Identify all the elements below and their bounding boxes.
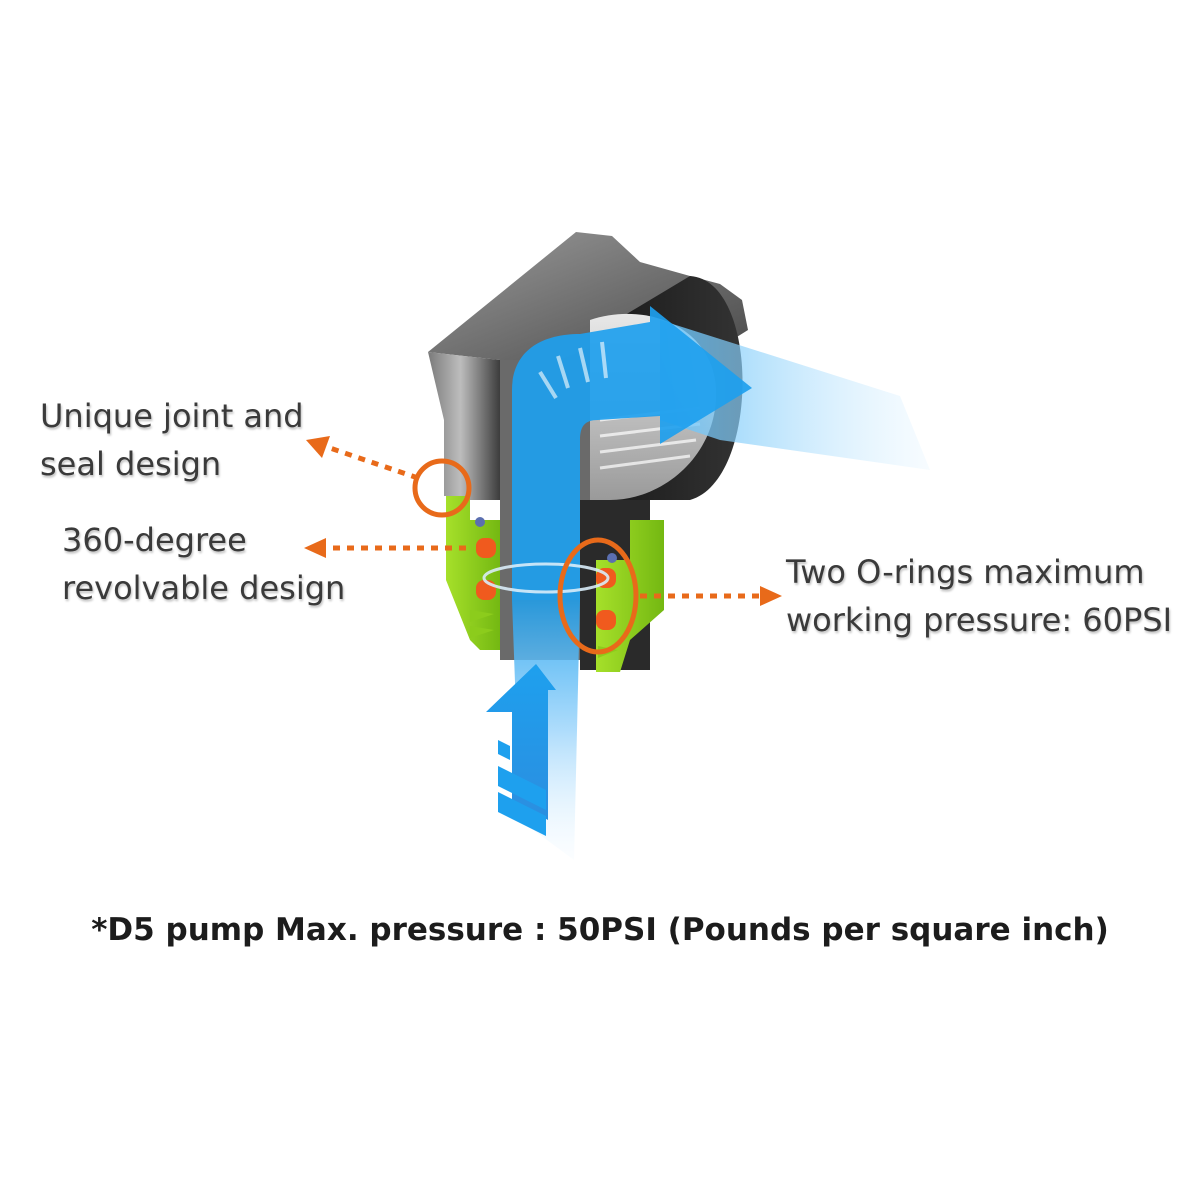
- rotation-band: [482, 562, 610, 594]
- callout-revolvable: 360-degree revolvable design: [62, 516, 345, 612]
- callout-revolvable-line2: revolvable design: [62, 569, 346, 607]
- flow-arrow-internal: [512, 306, 752, 600]
- callout-unique-joint: Unique joint and seal design: [40, 392, 304, 488]
- callout-o-rings-line2: working pressure: 60PSI: [786, 601, 1173, 639]
- o-ring-right-lower: [596, 610, 616, 630]
- seal-sleeve: [446, 496, 664, 672]
- arrow-joint-head: [306, 436, 330, 458]
- callout-revolvable-line1: 360-degree: [62, 521, 247, 559]
- ball-right: [607, 553, 617, 563]
- inflow-arrow-icon: [486, 664, 556, 836]
- callout-circle-orings: [557, 537, 639, 655]
- arrow-orings-head: [760, 586, 782, 606]
- arrow-revolve-head: [304, 538, 326, 558]
- callout-o-rings-line1: Two O-rings maximum: [786, 553, 1145, 591]
- callout-arrows: [323, 443, 762, 599]
- callout-o-rings: Two O-rings maximum working pressure: 60…: [786, 548, 1172, 644]
- callout-circle-joint: [412, 458, 472, 518]
- callout-unique-joint-line2: seal design: [40, 445, 222, 483]
- callout-unique-joint-line1: Unique joint and: [40, 397, 304, 435]
- o-ring-left-upper: [476, 538, 496, 558]
- arrow-joint-line: [323, 443, 419, 481]
- ball-left: [475, 517, 485, 527]
- outflow-stream: [660, 320, 930, 470]
- pressure-footnote: *D5 pump Max. pressure : 50PSI (Pounds p…: [91, 912, 1109, 948]
